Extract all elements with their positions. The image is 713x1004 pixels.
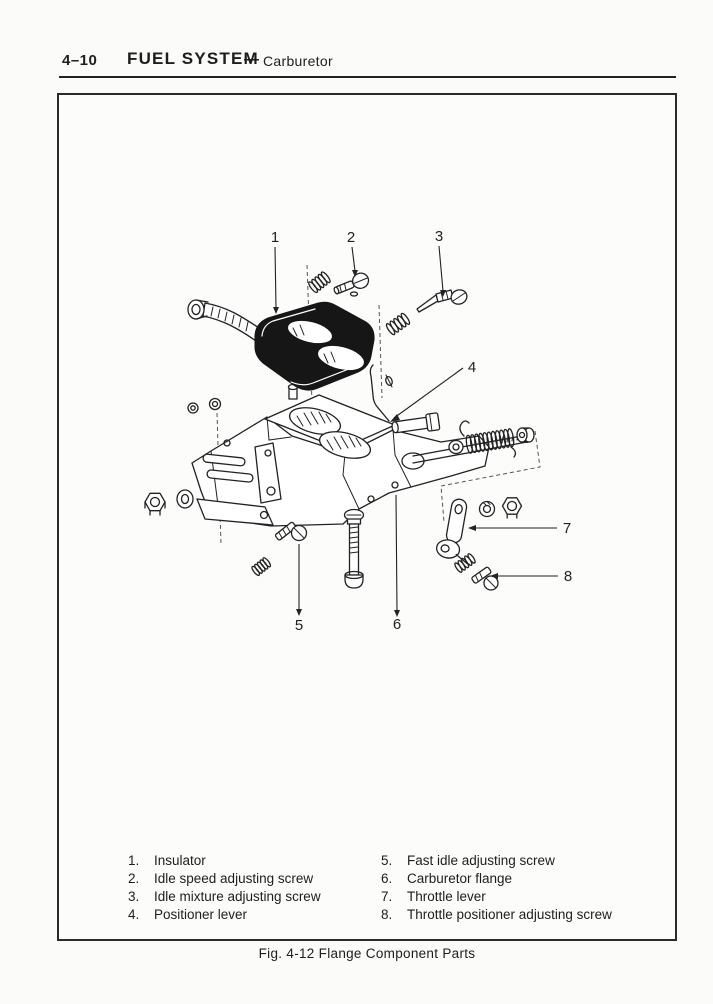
part-item: 4. Positioner lever <box>128 906 321 924</box>
part-item: 8. Throttle positioner adjusting screw <box>381 906 612 924</box>
figure-frame: 1 2 3 4 5 6 7 8 1. Insulator 2. Idle spe… <box>57 93 677 941</box>
callout-2: 2 <box>347 229 355 246</box>
part-item: 6. Carburetor flange <box>381 870 612 888</box>
return-spring-drawing <box>448 420 535 458</box>
throttle-lever-drawing <box>435 498 468 565</box>
section-title: FUEL SYSTEM <box>127 49 259 68</box>
callout-7: 7 <box>563 520 571 537</box>
exploded-diagram: 1 2 3 4 5 6 7 8 <box>144 228 572 634</box>
fast-idle-screw-drawing <box>251 521 308 577</box>
part-item: 5. Fast idle adjusting screw <box>381 852 612 870</box>
carburetor-flange-drawing <box>191 383 531 527</box>
idle-mixture-screw-drawing <box>385 289 468 336</box>
part-number: 6. <box>381 871 393 886</box>
part-label: Idle speed adjusting screw <box>154 871 314 886</box>
part-item: 7. Throttle lever <box>381 888 612 906</box>
callout-1: 1 <box>271 229 279 246</box>
part-item: 3. Idle mixture adjusting screw <box>128 888 321 906</box>
callout-leaders <box>273 245 558 617</box>
part-label: Carburetor flange <box>407 871 513 886</box>
page-number: 4–10 <box>62 52 98 69</box>
part-number: 8. <box>381 907 393 922</box>
part-number: 2. <box>128 871 140 886</box>
insulator-drawing <box>187 299 375 391</box>
header-rule <box>59 76 676 78</box>
callout-3: 3 <box>435 228 443 245</box>
flange-long-bolt-drawing <box>343 508 365 589</box>
flange-bolt-drawing <box>391 412 441 434</box>
part-label: Idle mixture adjusting screw <box>154 889 321 904</box>
left-washers-nuts-drawing <box>144 397 222 516</box>
callout-numbers: 1 2 3 4 5 6 7 8 <box>271 228 572 634</box>
part-number: 4. <box>128 907 140 922</box>
part-label: Throttle lever <box>407 889 486 904</box>
part-number: 1. <box>128 853 140 868</box>
right-washer-nut-drawing <box>478 497 523 519</box>
positioner-screw-drawing <box>454 553 499 591</box>
parts-list-column-2: 5. Fast idle adjusting screw 6. Carburet… <box>381 852 612 924</box>
callout-8: 8 <box>564 568 572 585</box>
section-subtitle: Carburetor <box>263 53 333 69</box>
title-separator: — <box>244 51 259 68</box>
figure-caption: Fig. 4-12 Flange Component Parts <box>258 946 476 961</box>
positioner-lever-drawing <box>349 291 393 422</box>
part-number: 7. <box>381 889 393 904</box>
part-label: Throttle positioner adjusting screw <box>407 907 612 922</box>
part-number: 3. <box>128 889 140 904</box>
callout-5: 5 <box>295 617 303 634</box>
part-label: Insulator <box>154 853 206 868</box>
part-item: 2. Idle speed adjusting screw <box>128 870 321 888</box>
part-label: Fast idle adjusting screw <box>407 853 555 868</box>
callout-4: 4 <box>468 359 476 376</box>
part-label: Positioner lever <box>154 907 248 922</box>
part-item: 1. Insulator <box>128 852 321 870</box>
idle-speed-screw-drawing <box>308 271 370 295</box>
callout-6: 6 <box>393 616 401 633</box>
part-number: 5. <box>381 853 393 868</box>
parts-list-column-1: 1. Insulator 2. Idle speed adjusting scr… <box>128 852 321 924</box>
